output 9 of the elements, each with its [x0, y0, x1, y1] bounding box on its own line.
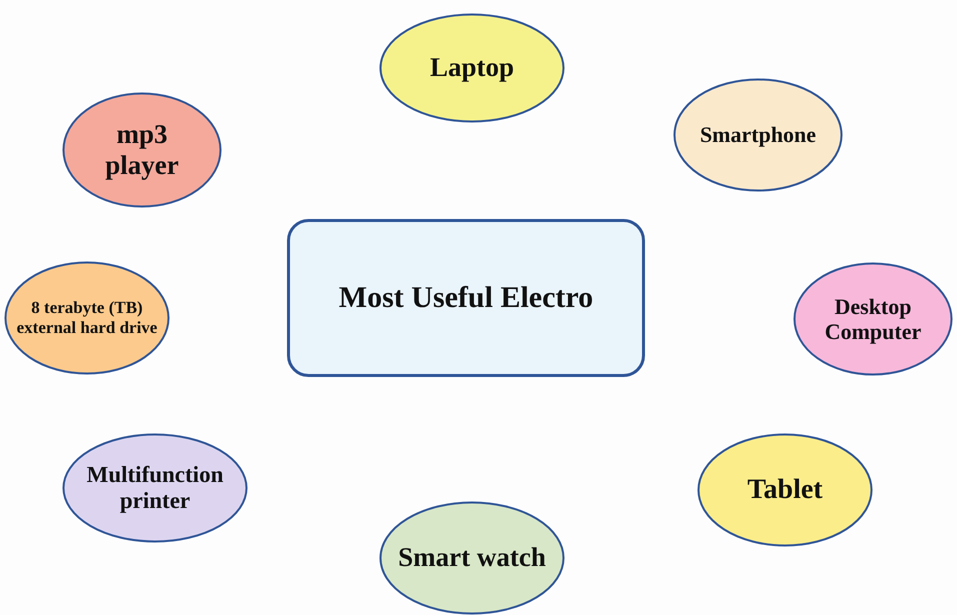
node-label: Laptop	[428, 52, 516, 84]
node-label: Most Useful Electro	[338, 280, 594, 316]
node-label: Tablet	[746, 474, 824, 506]
node-label: 8 terabyte (TB) external hard drive	[16, 298, 158, 338]
node-label: Smartphone	[698, 122, 818, 148]
node-label: mp3 player	[104, 118, 180, 182]
node-label: Desktop Computer	[824, 294, 922, 344]
node-label: Multifunction printer	[86, 462, 224, 514]
node-label: Smart watch	[397, 542, 547, 574]
